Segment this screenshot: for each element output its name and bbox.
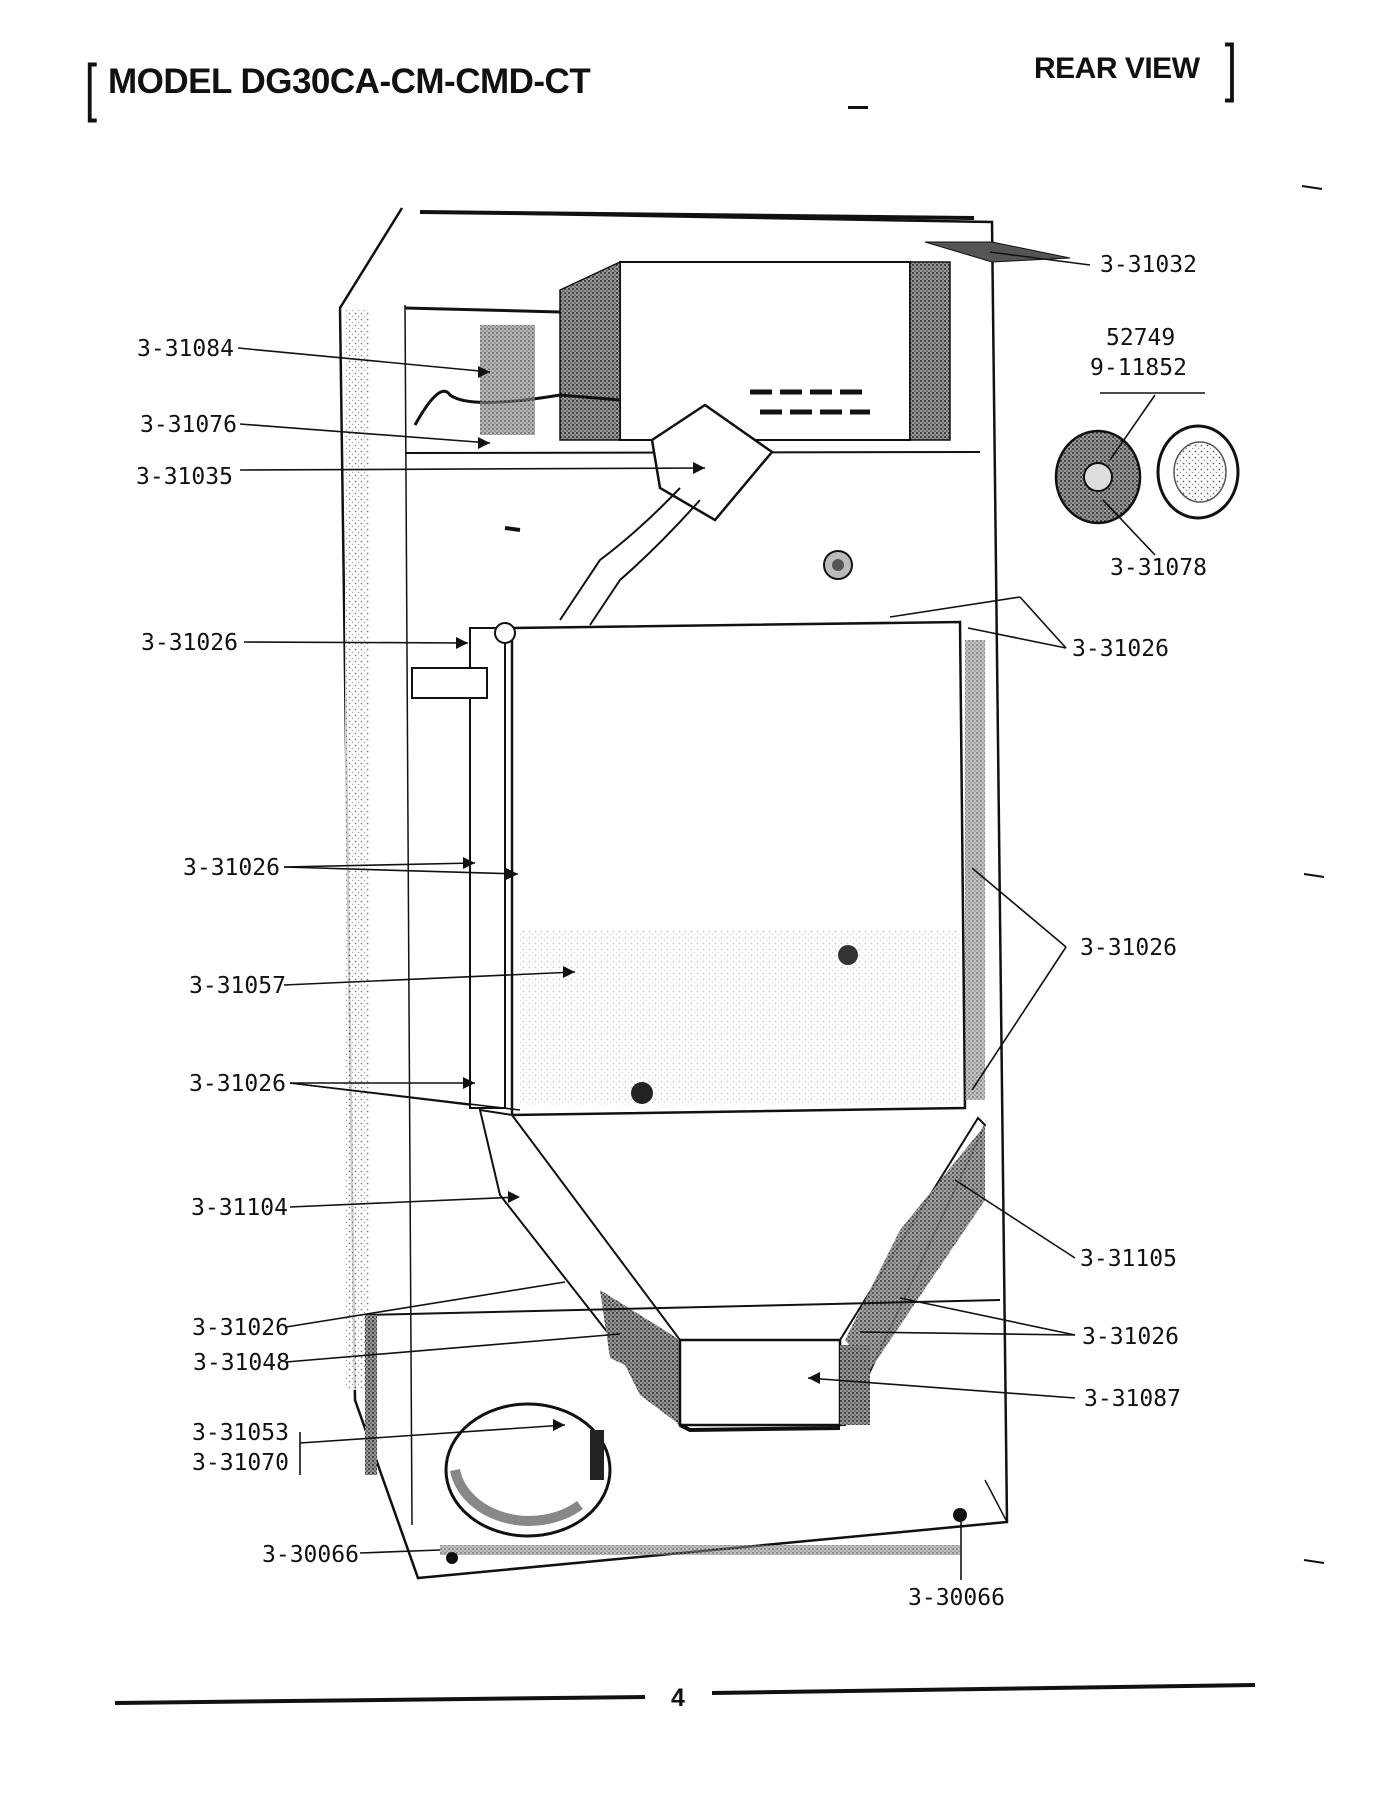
access-panel [411, 620, 985, 1117]
model-title: MODEL DG30CA-CM-CMD-CT [108, 62, 591, 101]
callout-3-31057: 3-31057 [189, 973, 286, 999]
exhaust-duct [364, 1299, 1001, 1564]
callout-52749: 52749 [1106, 325, 1175, 351]
callout-3-31026-upper-left: 3-31026 [141, 630, 238, 656]
callout-3-31032: 3-31032 [1100, 252, 1197, 278]
control-box [404, 241, 1071, 441]
cabinet-side-shading [345, 310, 370, 1390]
callout-3-31026-bottom-left: 3-31026 [192, 1315, 289, 1341]
callout-3-31026-mid-right: 3-31026 [1080, 935, 1177, 961]
callout-3-31026-lower-left: 3-31026 [189, 1071, 286, 1097]
callout-3-31053: 3-31053 [192, 1420, 289, 1446]
right-bracket: ] [1224, 31, 1238, 103]
callout-3-31078: 3-31078 [1110, 555, 1207, 581]
callout-3-31035: 3-31035 [136, 464, 233, 490]
view-title: REAR VIEW [1034, 52, 1200, 85]
callout-3-30066-right: 3-30066 [908, 1585, 1005, 1611]
callout-3-31087: 3-31087 [1084, 1386, 1181, 1412]
hopper [478, 1108, 987, 1433]
footer: 4 [114, 1683, 1256, 1712]
callout-3-31104: 3-31104 [191, 1195, 288, 1221]
callout-labels: 3-31032 52749 9-11852 3-31084 3-31076 3-… [136, 252, 1207, 1611]
callout-3-31105: 3-31105 [1080, 1246, 1177, 1272]
leader-lines [237, 251, 1205, 1580]
header-dash [848, 106, 868, 109]
page-number: 4 [671, 1684, 685, 1712]
callout-3-31048: 3-31048 [193, 1350, 290, 1376]
callout-9-11852: 9-11852 [1090, 355, 1187, 381]
callout-3-31026-bottom-right: 3-31026 [1082, 1324, 1179, 1350]
upper-panel [404, 403, 981, 626]
leader-arrowheads [456, 366, 820, 1431]
callout-3-31070: 3-31070 [192, 1450, 289, 1476]
margin-marks [1301, 185, 1325, 1564]
seal-detail [1054, 424, 1240, 525]
cabinet [338, 207, 1009, 1580]
callout-3-31084: 3-31084 [137, 336, 234, 362]
callout-3-31026-mid-left: 3-31026 [183, 855, 280, 881]
callout-3-31076: 3-31076 [140, 412, 237, 438]
left-bracket: [ [84, 51, 98, 123]
callout-3-30066-left: 3-30066 [262, 1542, 359, 1568]
callout-3-31026-upper-right: 3-31026 [1072, 636, 1169, 662]
